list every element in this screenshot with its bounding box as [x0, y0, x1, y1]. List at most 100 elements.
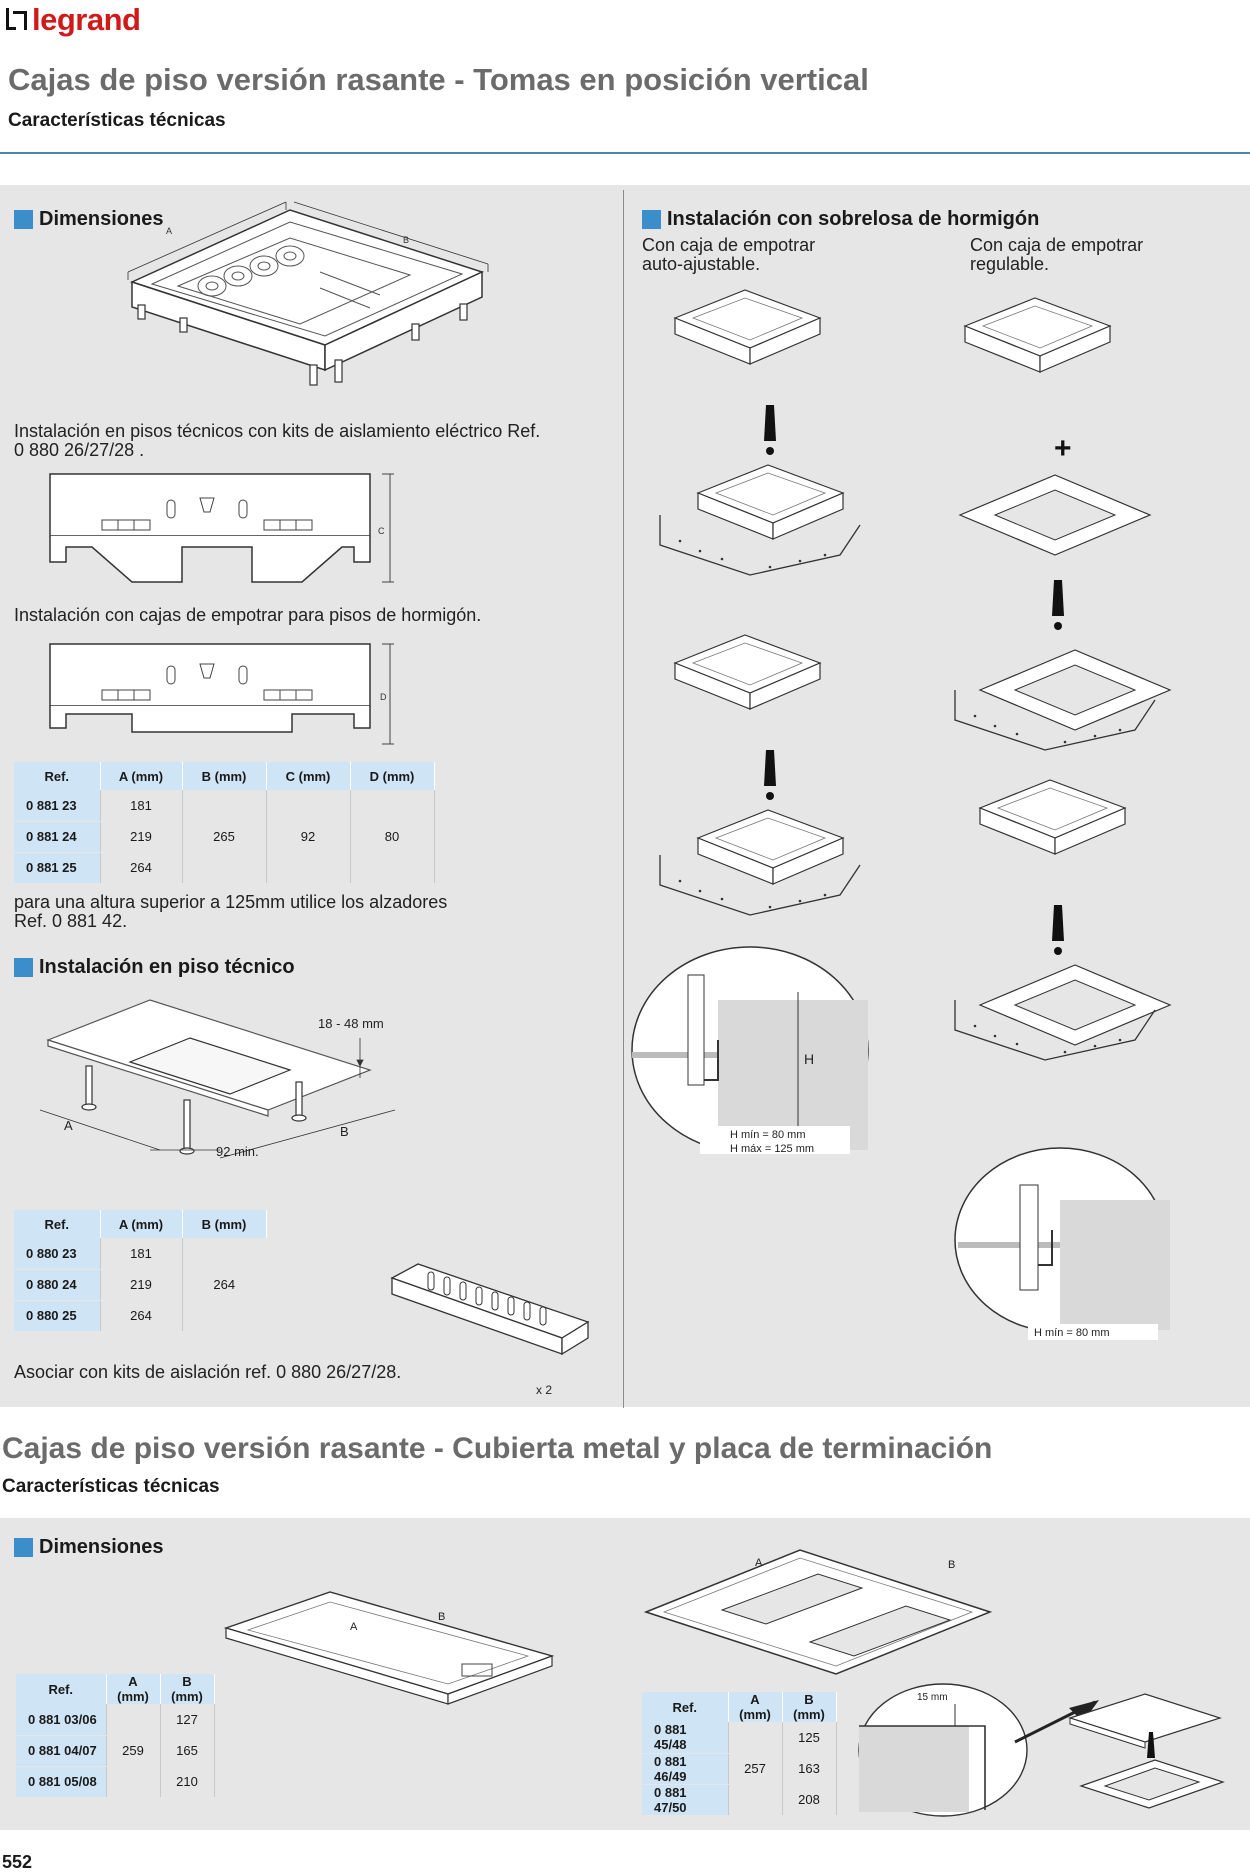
detail1-hmin: H mín = 80 mm — [730, 1129, 806, 1141]
side-view-c-drawing: C — [49, 473, 394, 583]
table-cell: 125 — [782, 1722, 837, 1753]
table-cell: 0 880 25 — [14, 1300, 101, 1331]
bullet-square-icon — [642, 210, 661, 229]
table-header-cell: Ref. — [642, 1692, 729, 1722]
insulation-kit-drawing — [390, 1263, 590, 1356]
table-header-cell: Ref. — [16, 1674, 107, 1704]
table-row: 0 880 24 219 — [14, 1269, 266, 1301]
table-cell: 163 — [782, 1753, 837, 1784]
table-header-cell: Ref. — [14, 1210, 101, 1238]
technical-floor-text: Instalación en pisos técnicos con kits d… — [14, 421, 541, 460]
col-c: C (mm) — [266, 762, 351, 790]
table-cell: 219 — [100, 821, 183, 852]
table-row: 0 881 05/08 210 — [16, 1766, 215, 1797]
sobrelosa-installation-drawings: H H mín = 80 mm H máx = 125 mm + H mín =… — [631, 289, 1171, 1340]
table-row: 0 881 25 264 — [14, 852, 434, 883]
legrand-mark-icon — [6, 8, 28, 32]
page-subtitle: Características técnicas — [8, 110, 226, 131]
table-row: Ref. A (mm) B (mm) — [16, 1674, 215, 1704]
table-header-cell: B (mm) — [160, 1674, 215, 1704]
dimensions-table: Ref. A (mm) B (mm) C (mm) D (mm) 0 881 2… — [14, 762, 435, 883]
concrete-floor-text: Instalación con cajas de empotrar para p… — [14, 605, 482, 625]
table-cell: 210 — [160, 1766, 215, 1797]
dim-label-d: D — [380, 692, 387, 702]
table-row: Ref. A (mm) B (mm) — [14, 1210, 267, 1238]
table-cell: 0 881 45/48 — [642, 1722, 729, 1754]
raised-floor-table: Ref. A (mm) B (mm) 0 880 23 181 264 0 88… — [14, 1210, 267, 1331]
adjustable-caption: Con caja de empotrar regulable. — [970, 235, 1144, 274]
piso-tecnico-heading: Instalación en piso técnico — [14, 956, 295, 979]
table-cell: 0 881 23 — [14, 790, 101, 822]
col-ref: Ref. — [14, 762, 101, 790]
bullet-square-icon — [14, 210, 33, 229]
page-title: Cajas de piso versión rasante - Tomas en… — [8, 62, 869, 97]
table-cell: 0 880 24 — [14, 1269, 101, 1301]
table-cell: 0 881 25 — [14, 852, 101, 883]
table-cell: 0 881 03/06 — [16, 1704, 107, 1736]
table-header-cell: B (mm) — [182, 1210, 267, 1238]
table-cell: 264 — [213, 1277, 236, 1292]
table-cell: 0 881 24 — [14, 821, 101, 853]
cover-table: Ref. A (mm) B (mm) 0 881 03/06 259 127 0… — [16, 1674, 215, 1797]
table-cell: 0 881 04/07 — [16, 1735, 107, 1767]
floor-box-isometric-drawing: A B — [127, 201, 489, 386]
dimensiones-heading: Dimensiones — [14, 208, 163, 231]
table-cell: 219 — [100, 1269, 183, 1300]
table-cell: 181 — [100, 790, 183, 821]
dim-label-b: B — [403, 235, 409, 245]
table-row: 0 881 23 181 265 92 80 — [14, 790, 435, 883]
table-header-cell: A (mm) — [106, 1674, 161, 1704]
finishing-plate-drawing: A B — [643, 1549, 993, 1675]
min-dim: 92 min. — [216, 1144, 259, 1159]
sobrelosa-heading: Instalación con sobrelosa de hormigón — [642, 208, 1039, 231]
table-cell: 0 881 05/08 — [16, 1766, 107, 1797]
table-row: 0 881 24 219 — [14, 821, 434, 853]
plate-table: Ref. A (mm) B (mm) 0 881 45/48 257 125 0… — [642, 1692, 837, 1815]
table-cell: 265 — [182, 790, 267, 883]
table-cell: 165 — [160, 1735, 215, 1766]
table-cell: 127 — [160, 1704, 215, 1735]
table-cell: 264 — [100, 852, 183, 883]
section2-title: Cajas de piso versión rasante - Cubierta… — [2, 1432, 993, 1465]
plus-sign: + — [1054, 432, 1072, 465]
raised-label-b: B — [340, 1124, 349, 1139]
col-a: A (mm) — [100, 762, 183, 790]
dimensiones2-heading: Dimensiones — [14, 1536, 163, 1559]
table-header-cell: A (mm) — [728, 1692, 783, 1722]
table-cell: 0 881 46/49 — [642, 1753, 729, 1785]
detail-15mm: 15 mm — [917, 1692, 948, 1703]
raised-label-a: A — [64, 1118, 73, 1133]
table-row: Ref. A (mm) B (mm) — [642, 1692, 837, 1722]
column-divider — [623, 190, 624, 1408]
table-cell: 80 — [350, 790, 435, 883]
header-rule — [0, 152, 1250, 154]
insulation-note: Asociar con kits de aislación ref. 0 880… — [14, 1362, 402, 1382]
table-header-cell: A (mm) — [100, 1210, 183, 1238]
bullet-square-icon — [14, 958, 33, 977]
legrand-logo: legrand — [6, 2, 141, 38]
table-cell: 92 — [266, 790, 351, 883]
metal-cover-drawing: A B — [223, 1591, 555, 1705]
dim-label-a: A — [166, 226, 172, 236]
bullet-square-icon — [14, 1538, 33, 1557]
plate-label-b: B — [948, 1559, 955, 1571]
cover-label-a: A — [350, 1621, 358, 1633]
table-cell: 0 881 47/50 — [642, 1784, 729, 1815]
table-row: 0 880 25 264 — [14, 1300, 266, 1331]
table-header-cell: B (mm) — [782, 1692, 837, 1722]
raised-floor-drawing: 18 - 48 mm A B 92 min. — [39, 999, 396, 1159]
plate-detail-drawing: 15 mm — [858, 1683, 1225, 1817]
detail1-hmax: H máx = 125 mm — [730, 1143, 814, 1155]
table-cell: 264 — [100, 1300, 183, 1331]
plate-label-a: A — [755, 1557, 763, 1569]
col-b: B (mm) — [182, 762, 267, 790]
detail2-hmin: H mín = 80 mm — [1034, 1327, 1110, 1339]
table-cell: 259 — [106, 1704, 161, 1797]
col-d: D (mm) — [350, 762, 435, 790]
table-cell: 0 880 23 — [14, 1238, 101, 1270]
thickness-dim: 18 - 48 mm — [318, 1016, 384, 1031]
quantity-label: x 2 — [536, 1383, 553, 1397]
table-cell: 208 — [782, 1784, 837, 1815]
table-cell: 181 — [100, 1238, 183, 1269]
table-row: 0 881 03/06 259 127 — [16, 1704, 215, 1797]
